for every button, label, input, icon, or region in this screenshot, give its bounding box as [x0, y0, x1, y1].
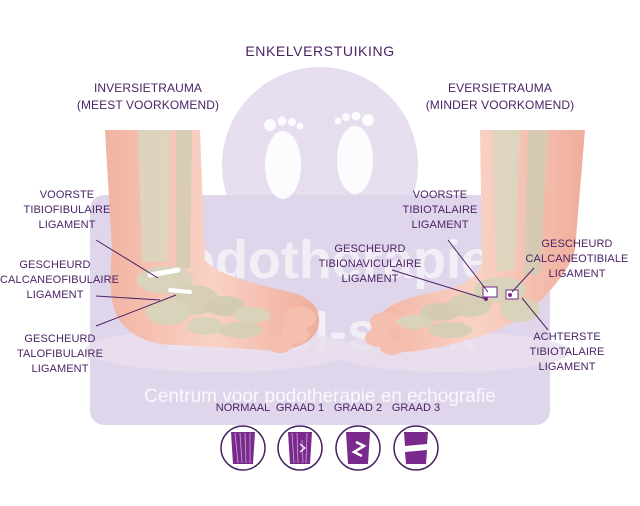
- label-calcaneofibular: GESCHEURD CALCANEOFIBULAIRE LIGAMENT: [0, 259, 120, 301]
- page-title: ENKELVERSTUIKING: [245, 43, 395, 59]
- left-heading: INVERSIETRAUMA (MEEST VOORKOMEND): [58, 80, 238, 114]
- left-foot-inversion: [105, 130, 320, 353]
- grade-2-icon: [335, 425, 381, 471]
- right-foot-eversion: [365, 130, 585, 355]
- grade-label-2: GRAAD 2: [333, 402, 383, 414]
- grade-label-1: GRAAD 1: [275, 402, 325, 414]
- grade-normal-icon: [220, 425, 266, 471]
- grade-icons: [220, 425, 439, 471]
- label-posterior-tibiotalar: ACHTERSTE TIBIOTALAIRE LIGAMENT: [529, 331, 605, 373]
- label-talofibular: GESCHEURD TALOFIBULAIRE LIGAMENT: [16, 333, 104, 375]
- left-heading-line1: INVERSIETRAUMA: [93, 81, 203, 95]
- right-heading-line1: EVERSIETRAUMA: [448, 81, 552, 95]
- watermark-tagline: Centrum voor podotherapie en echografie: [144, 386, 496, 407]
- left-heading-line2: (MEEST VOORKOMEND): [76, 98, 220, 112]
- label-anterior-tibiofibular: VOORSTE TIBIOFIBULAIRE LIGAMENT: [23, 189, 111, 231]
- label-tibionavicular: GESCHEURD TIBIONAVICULAIRE LIGAMENT: [318, 243, 422, 285]
- right-heading-line2: (MINDER VOORKOMEND): [425, 98, 575, 112]
- grade-label-3: GRAAD 3: [391, 402, 441, 414]
- label-calcaneotibial: GESCHEURD CALCANEOTIBIALE LIGAMENT: [525, 238, 629, 280]
- label-anterior-tibiotalar: VOORSTE TIBIOTALAIRE LIGAMENT: [402, 189, 478, 231]
- footprint-icon: [264, 111, 374, 199]
- right-heading: EVERSIETRAUMA (MINDER VOORKOMEND): [405, 80, 595, 114]
- pointer-lines: [95, 239, 549, 331]
- grade-3-icon: [393, 425, 439, 471]
- grade-label-normal: NORMAAL: [215, 402, 271, 414]
- grade-1-icon: [277, 425, 323, 471]
